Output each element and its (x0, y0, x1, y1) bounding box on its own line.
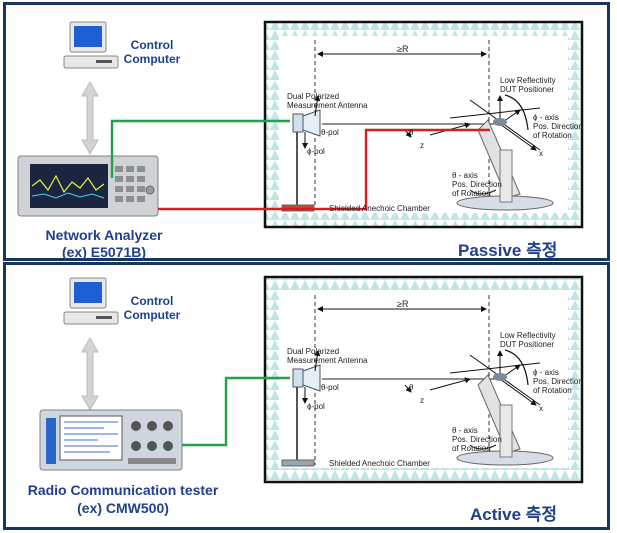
mode-suffix: 측정 (526, 241, 558, 261)
control-computer-label: Control Computer (123, 294, 181, 322)
mode-suffix: 측정 (525, 505, 558, 525)
device-name-label: Network Analyzer (45, 227, 163, 243)
phi-rotation-label: Pos. Direction of Rotation (533, 122, 583, 140)
control-computer-icon (63, 21, 119, 69)
link-arrow-icon (81, 80, 99, 156)
chamber-label: Shielded Anechoic Chamber (329, 459, 430, 468)
red-cable-top (158, 128, 490, 211)
control-computer-label: Control Computer (123, 38, 181, 66)
phi-pol-label: ϕ-pol (307, 147, 325, 156)
link-arrow-icon (81, 336, 99, 412)
anechoic-chamber-bottom (263, 275, 584, 484)
theta-pol-label: θ-pol (321, 128, 339, 137)
theta-symbol: θ (409, 128, 414, 137)
active-mode-label: Active 측정 (470, 500, 557, 525)
phi-axis-label: ϕ - axis (533, 368, 559, 377)
z-axis-label: z (420, 396, 424, 405)
green-cable-top (110, 119, 290, 178)
x-axis-label: x (539, 149, 543, 158)
anechoic-chamber-top (263, 20, 584, 229)
theta-rotation-label: Pos. Direction of Rotation (452, 180, 502, 198)
phi-rotation-label: Pos. Direction of Rotation (533, 377, 583, 395)
mode-word: Active (470, 505, 522, 524)
theta-axis-label: θ - axis (452, 171, 478, 180)
distance-label: ≥R (397, 44, 409, 54)
passive-mode-label: Passive 측정 (458, 236, 557, 261)
phi-axis-label: ϕ - axis (533, 113, 559, 122)
z-axis-label: z (420, 141, 424, 150)
device-model-label: (ex) CMW500) (77, 500, 169, 516)
theta-rotation-label: Pos. Direction of Rotation (452, 435, 502, 453)
antenna-label: Dual Polarized Measurement Antenna (287, 347, 368, 365)
control-computer-icon (63, 277, 119, 325)
x-axis-label: x (539, 404, 543, 413)
network-analyzer-icon (17, 155, 159, 217)
radio-tester-icon (39, 409, 183, 471)
theta-pol-label: θ-pol (321, 383, 339, 392)
green-cable-bottom (182, 376, 290, 447)
theta-symbol: θ (409, 383, 414, 392)
phi-pol-label: ϕ-pol (307, 402, 325, 411)
distance-label: ≥R (397, 299, 409, 309)
antenna-label: Dual Polarized Measurement Antenna (287, 92, 368, 110)
device-model-label: (ex) E5071B) (61, 244, 147, 260)
positioner-label: Low Reflectivity DUT Positioner (500, 76, 556, 94)
theta-axis-label: θ - axis (452, 426, 478, 435)
mode-word: Passive (458, 241, 522, 260)
device-name-label: Radio Communication tester (27, 482, 219, 498)
chamber-label: Shielded Anechoic Chamber (329, 204, 430, 213)
positioner-label: Low Reflectivity DUT Positioner (500, 331, 556, 349)
